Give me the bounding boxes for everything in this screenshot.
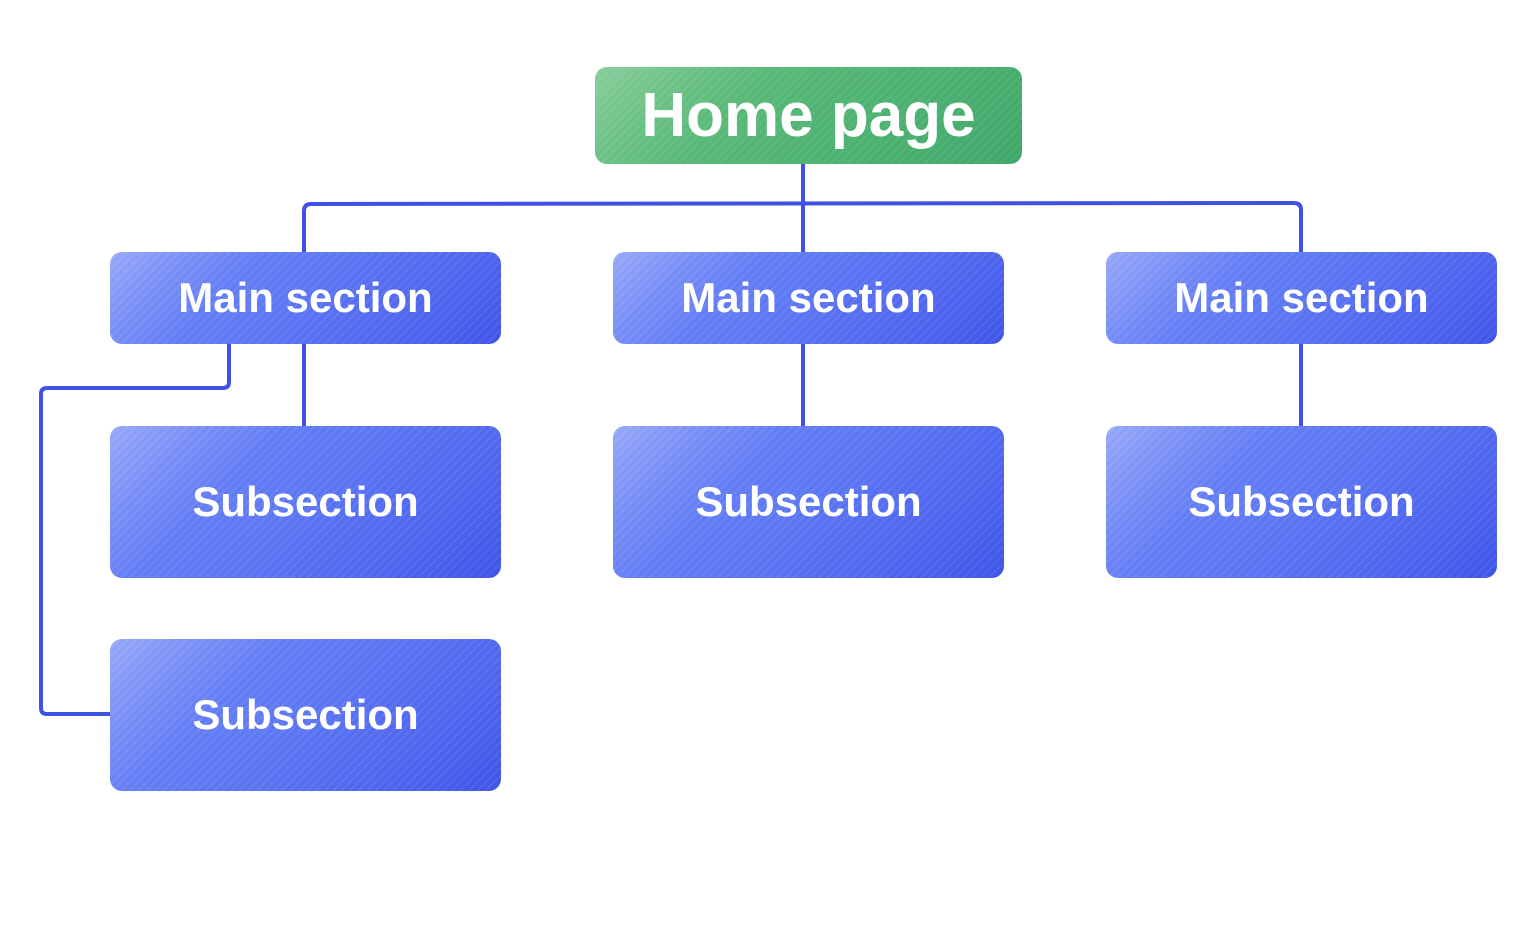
subsection-node-1: Subsection [110,426,501,578]
home-page-label: Home page [641,81,976,150]
home-page-node: Home page [595,67,1022,164]
subsection-label: Subsection [192,478,419,525]
subsection-node-4: Subsection [110,639,501,791]
subsection-label: Subsection [695,478,922,525]
subsection-label: Subsection [192,691,419,738]
main-section-node-2: Main section [613,252,1004,344]
main-section-label: Main section [1174,274,1429,321]
main-section-node-1: Main section [110,252,501,344]
main-section-node-3: Main section [1106,252,1497,344]
subsection-label: Subsection [1188,478,1415,525]
connector-main-1-to-sub-4 [39,342,231,716]
main-section-label: Main section [178,274,433,321]
subsection-node-2: Subsection [613,426,1004,578]
subsection-node-3: Subsection [1106,426,1497,578]
main-section-label: Main section [681,274,936,321]
